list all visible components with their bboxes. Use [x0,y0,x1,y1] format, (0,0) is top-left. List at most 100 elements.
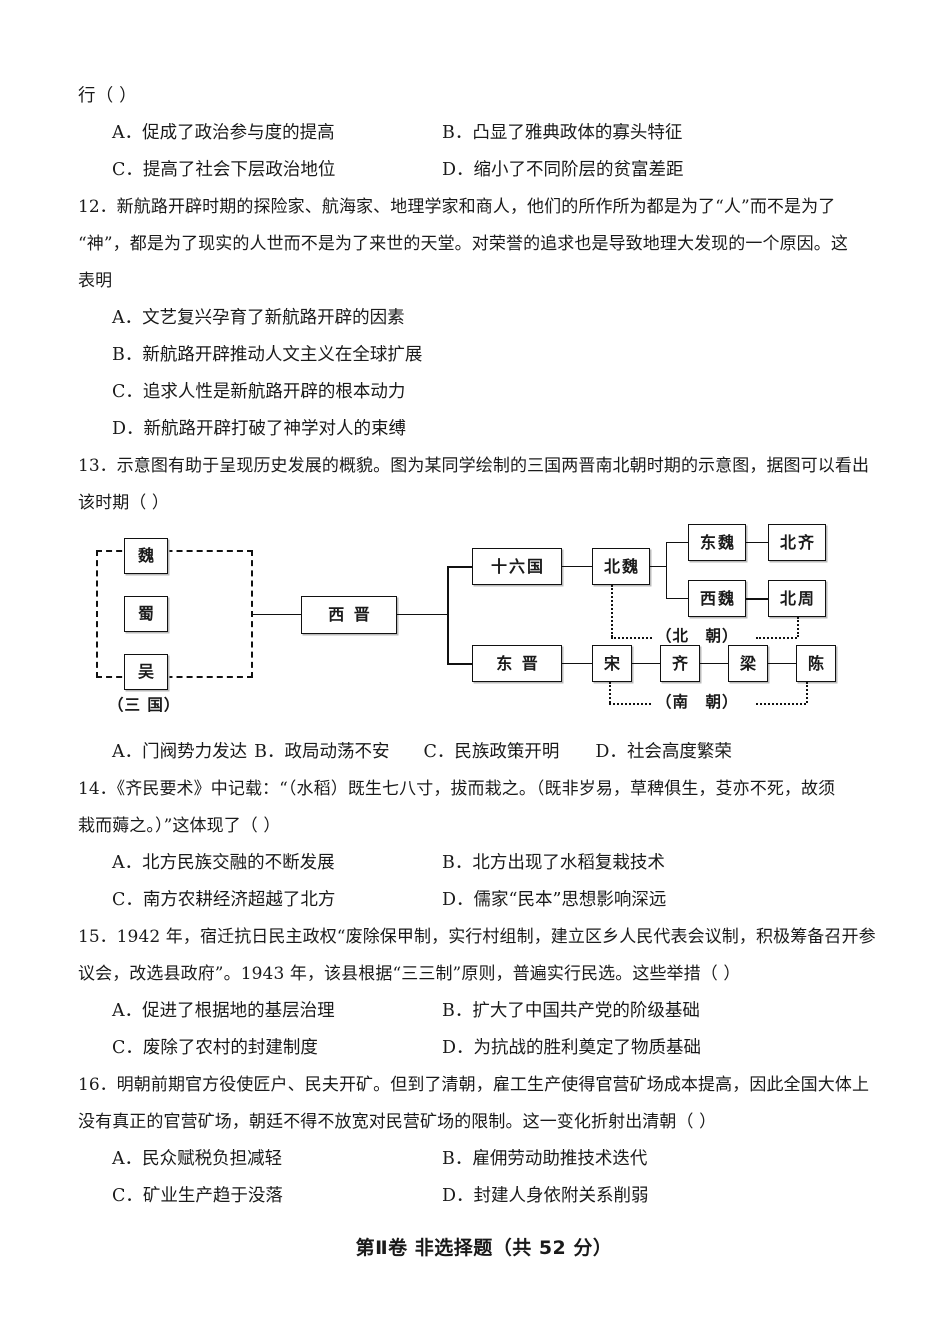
node-wei: 魏 [124,538,168,574]
q16-option-row-ab: A．民众赋税负担减轻 B．雇佣劳动助推技术迭代 [78,1141,890,1178]
nanchao-label: （南 朝） [653,694,742,710]
three-kingdoms-dashed-box [96,550,253,678]
q11-option-c-text: 提高了社会下层政治地位 [142,160,336,180]
connector-to-dongwei [666,542,688,543]
q11-option-a-label: A． [112,123,143,143]
q11-option-d-text: 缩小了不同阶层的贫富差距 [473,160,684,180]
q11-option-b-text: 凸显了雅典政体的寡头特征 [472,123,683,143]
q11-option-d[interactable]: D．缩小了不同阶层的贫富差距 [442,152,684,189]
q12-option-b[interactable]: B．新航路开辟推动人文主义在全球扩展 [112,337,422,374]
q11-option-d-label: D． [442,160,474,180]
q12-option-c-row: C．追求人性是新航路开辟的根本动力 [78,374,890,411]
question-13-text-1: 示意图有助于呈现历史发展的概貌。图为某同学绘制的三国两晋南北朝时期的示意图，据图… [116,456,870,476]
question-16-stem-line-1: 16．明朝前期官方役使匠户、民夫开矿。但到了清朝，雇工生产使得官营矿场成本提高，… [78,1067,890,1104]
nanchao-bracket-right-vertical [806,682,808,703]
q14-option-b-text: 北方出现了水稻复栽技术 [472,853,665,873]
q12-option-a[interactable]: A．文艺复兴孕育了新航路开辟的因素 [112,300,405,337]
beichao-bracket-left-vertical [611,585,613,637]
node-liang: 梁 [728,645,768,682]
q11-option-c[interactable]: C．提高了社会下层政治地位 [112,152,442,189]
q16-option-a[interactable]: A．民众赋税负担减轻 [112,1141,442,1178]
q12-option-d-label: D． [112,419,144,439]
node-shiliuguo: 十六国 [472,548,562,585]
question-13-number: 13． [78,456,117,476]
q12-option-b-text: 新航路开辟推动人文主义在全球扩展 [142,345,423,365]
q14-option-b[interactable]: B．北方出现了水稻复栽技术 [442,845,665,882]
q16-option-b-text: 雇佣劳动助推技术迭代 [472,1149,648,1169]
q14-option-c[interactable]: C．南方农耕经济超越了北方 [112,882,442,919]
q12-option-c[interactable]: C．追求人性是新航路开辟的根本动力 [112,374,405,411]
question-16-number: 16． [78,1075,117,1095]
q16-option-c-text: 矿业生产趋于没落 [142,1186,283,1206]
split-bus-to-shiliuguo [447,566,472,568]
node-beiqi-label: 北齐 [779,532,816,552]
question-14-number: 14． [78,779,117,799]
q14-option-c-label: C． [112,890,143,910]
q13-option-b[interactable]: B．政局动荡不安 [254,742,389,762]
q12-option-c-label: C． [112,382,143,402]
q11-option-c-label: C． [112,160,143,180]
connector-dongwei-to-beiqi [746,542,768,543]
question-16-text-1: 明朝前期官方役使匠户、民夫开矿。但到了清朝，雇工生产使得官营矿场成本提高，因此全… [116,1075,870,1095]
connector-beiwei-right [650,566,666,567]
q14-option-d[interactable]: D．儒家“民本”思想影响深远 [442,882,666,919]
question-11-stem-tail: 行（ ） [78,86,137,106]
q14-option-d-text: 儒家“民本”思想影响深远 [473,890,667,910]
q16-option-d-text: 封建人身依附关系削弱 [473,1186,649,1206]
node-dongwei: 东魏 [688,524,746,561]
question-13-stem-line-1: 13．示意图有助于呈现历史发展的概貌。图为某同学绘制的三国两晋南北朝时期的示意图… [78,448,890,485]
q13-option-c-text: 民族政策开明 [454,742,560,762]
node-xiwei-label: 西魏 [699,588,736,608]
q13-option-a-label: A． [112,742,143,762]
node-qi-label: 齐 [671,653,690,673]
connector-song-to-qi [632,663,660,664]
q12-option-a-text: 文艺复兴孕育了新航路开辟的因素 [142,308,405,328]
question-16-stem-line-2: 没有真正的官营矿场，朝廷不得不放宽对民营矿场的限制。这一变化折射出清朝（ ） [78,1112,717,1132]
node-dongjin-label: 东 晋 [496,653,540,673]
node-beiwei: 北魏 [592,548,650,585]
node-wei-label: 魏 [137,546,156,565]
q12-option-c-text: 追求人性是新航路开辟的根本动力 [142,382,406,402]
node-song-label: 宋 [603,653,622,673]
q11-option-a[interactable]: A．促成了政治参与度的提高 [112,115,442,152]
connector-liang-to-chen [768,663,796,664]
q14-option-a-label: A． [112,853,143,873]
section-heading-part-2: 第Ⅱ卷 非选择题（共 52 分） [355,1237,613,1259]
nanchao-bracket-bottom-left [609,703,655,705]
question-14-stem-line-2: 栽而薅之。）”这体现了（ ） [78,816,281,836]
q16-option-d[interactable]: D．封建人身依附关系削弱 [442,1178,649,1215]
node-xijin-label: 西 晋 [328,605,372,624]
node-beiwei-label: 北魏 [603,556,640,576]
q15-option-c[interactable]: C．废除了农村的封建制度 [112,1030,442,1067]
question-12-stem-line-1: 12．新航路开辟时期的探险家、航海家、地理学家和商人，他们的所作所为都是为了“人… [78,189,890,226]
q11-option-b[interactable]: B．凸显了雅典政体的寡头特征 [442,115,682,152]
connector-shiliuguo-to-beiwei [562,566,592,567]
beichao-bracket-right-vertical [797,617,799,637]
node-chen-label: 陈 [807,653,826,673]
node-beiqi: 北齐 [768,524,826,561]
q12-option-a-row: A．文艺复兴孕育了新航路开辟的因素 [78,300,890,337]
node-beizhou-label: 北周 [779,588,816,608]
connector-xiwei-to-beizhou [746,598,768,600]
beichao-bracket-bottom-left [611,637,655,639]
q13-option-c[interactable]: C．民族政策开明 [424,742,560,762]
q16-option-c[interactable]: C．矿业生产趋于没落 [112,1178,442,1215]
q13-option-a[interactable]: A．门阀势力发达 [112,742,247,762]
q15-option-b[interactable]: B．扩大了中国共产党的阶级基础 [442,993,700,1030]
q14-option-row-cd: C．南方农耕经济超越了北方 D．儒家“民本”思想影响深远 [78,882,890,919]
q12-option-d-text: 新航路开辟打破了神学对人的束缚 [143,419,407,439]
q16-option-b[interactable]: B．雇佣劳动助推技术迭代 [442,1141,647,1178]
question-15-stem-line-1: 15．1942 年，宿迁抗日民主政权“废除保甲制，实行村组制，建立区乡人民代表会… [78,919,890,956]
q15-option-a[interactable]: A．促进了根据地的基层治理 [112,993,442,1030]
q15-option-b-text: 扩大了中国共产党的阶级基础 [472,1001,700,1021]
q15-option-d-text: 为抗战的胜利奠定了物质基础 [473,1038,702,1058]
q15-option-b-label: B． [442,1001,473,1021]
q15-option-d[interactable]: D．为抗战的胜利奠定了物质基础 [442,1030,701,1067]
node-beizhou: 北周 [768,580,826,617]
q14-option-c-text: 南方农耕经济超越了北方 [142,890,336,910]
q13-option-d[interactable]: D．社会高度繁荣 [595,742,732,762]
q14-option-a[interactable]: A．北方民族交融的不断发展 [112,845,442,882]
node-wu: 吴 [124,654,168,690]
q12-option-d[interactable]: D．新航路开辟打破了神学对人的束缚 [112,411,406,448]
